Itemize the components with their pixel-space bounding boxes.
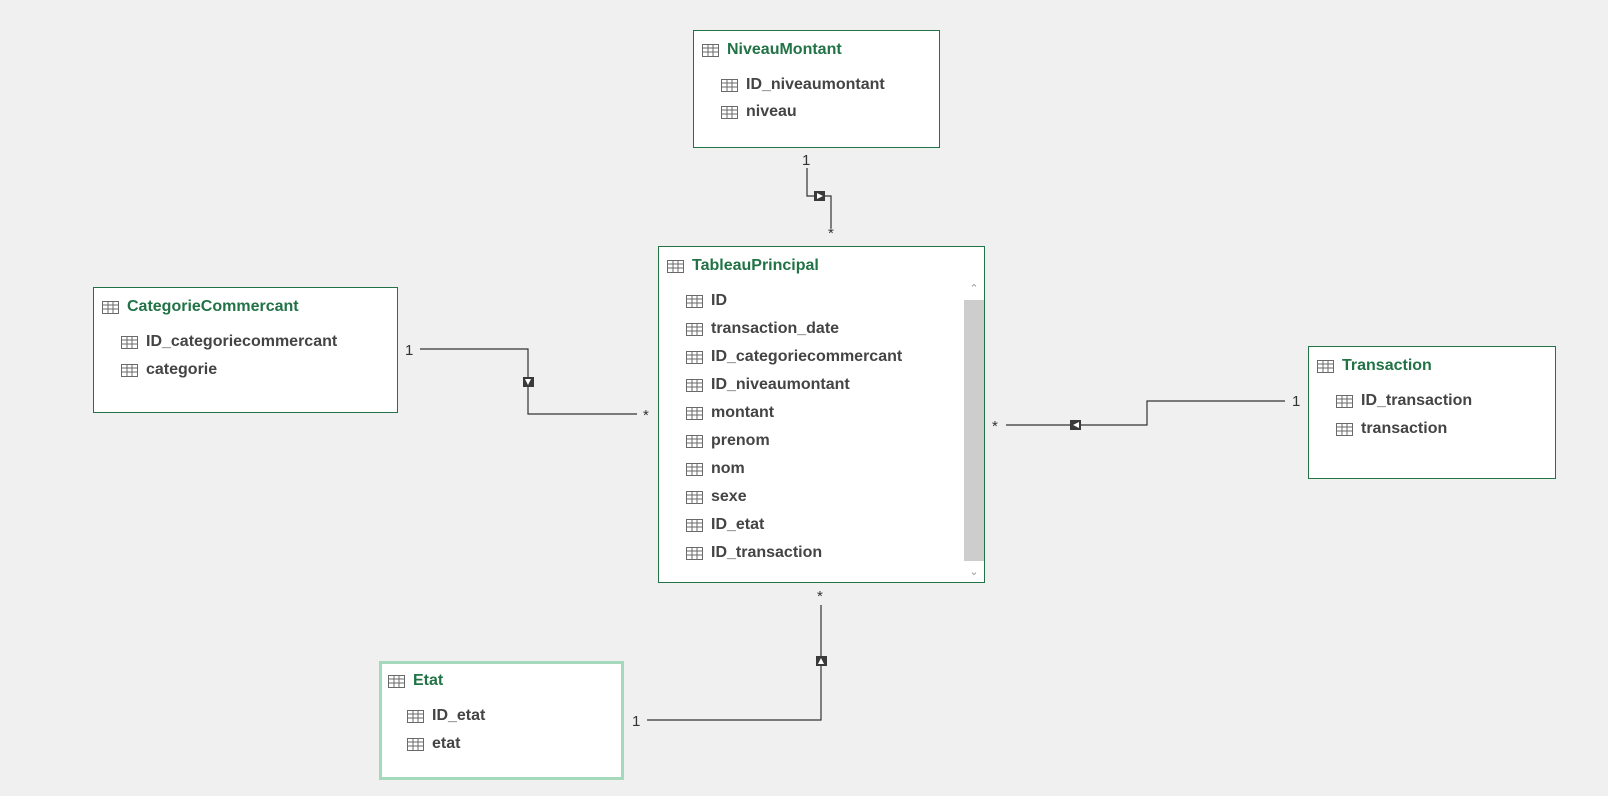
table-icon [407,737,424,751]
table-icon [1336,422,1353,436]
field-id-etat[interactable]: ID_etat [686,514,764,536]
table-icon [121,335,138,349]
field-label: categorie [146,361,218,378]
cardinality-many-etat: * [817,588,823,605]
table-icon [121,363,138,377]
table-title: NiveauMontant [727,41,842,58]
field-categorie[interactable]: categorie [121,359,217,381]
field-label: nom [711,460,745,477]
table-header: TableauPrincipal [667,256,819,276]
field-id-etat[interactable]: ID_etat [407,705,485,727]
field-label: ID_niveaumontant [746,76,885,93]
field-label: ID_categoriecommercant [711,348,903,365]
field-transaction[interactable]: transaction [1336,418,1447,440]
scroll-down-arrow-icon[interactable]: ⌄ [969,566,979,578]
table-icon [667,259,684,273]
table-icon [686,518,703,532]
table-icon [686,546,703,560]
field-label: ID_etat [711,516,765,533]
field-label: transaction [1361,420,1448,437]
table-header: Transaction [1317,356,1432,376]
field-id-categoriecommercant[interactable]: ID_categoriecommercant [121,331,337,353]
table-transaction[interactable]: Transaction ID_transaction transaction [1308,346,1556,479]
field-id-categoriecommercant[interactable]: ID_categoriecommercant [686,346,902,368]
table-etat[interactable]: Etat ID_etat etat [379,661,624,780]
table-icon [686,350,703,364]
field-id-transaction[interactable]: ID_transaction [1336,390,1472,412]
field-montant[interactable]: montant [686,402,774,424]
table-icon [686,406,703,420]
field-label: ID [711,292,727,309]
table-title: TableauPrincipal [692,257,819,274]
field-label: etat [432,735,461,752]
field-label: montant [711,404,775,421]
cardinality-many-categoriecommercant: * [643,407,649,424]
field-etat[interactable]: etat [407,733,460,755]
scrollbar-thumb[interactable] [964,300,984,561]
table-icon [702,43,719,57]
field-sexe[interactable]: sexe [686,486,747,508]
table-title: Etat [413,672,444,689]
cardinality-one-transaction: 1 [1292,393,1301,410]
field-id-niveaumontant[interactable]: ID_niveaumontant [686,374,850,396]
field-niveau[interactable]: niveau [721,101,797,123]
field-id[interactable]: ID [686,290,727,312]
field-label: ID_transaction [1361,392,1473,409]
field-label: ID_categoriecommercant [146,333,338,350]
table-header: Etat [388,671,443,691]
cardinality-one-niveaumontant: 1 [802,152,811,169]
field-label: sexe [711,488,747,505]
table-icon [686,294,703,308]
relationship-categoriecommercant[interactable] [420,348,637,415]
table-icon [721,78,738,92]
table-header: NiveauMontant [702,40,842,60]
field-id-transaction[interactable]: ID_transaction [686,542,822,564]
table-categoriecommercant[interactable]: CategorieCommercant ID_categoriecommerca… [93,287,398,413]
table-title: CategorieCommercant [127,298,299,315]
cardinality-many-transaction: * [992,418,998,435]
field-label: ID_transaction [711,544,823,561]
table-icon [686,490,703,504]
cardinality-one-etat: 1 [632,713,641,730]
table-icon [102,300,119,314]
field-label: niveau [746,103,797,120]
table-icon [1317,359,1334,373]
table-header: CategorieCommercant [102,297,299,317]
table-icon [686,378,703,392]
relationship-transaction[interactable] [1006,400,1285,430]
field-transaction-date[interactable]: transaction_date [686,318,839,340]
table-icon [686,434,703,448]
vertical-scrollbar[interactable]: ⌃ ⌄ [964,279,984,582]
field-label: ID_niveaumontant [711,376,850,393]
field-label: prenom [711,432,770,449]
table-tableauprincipal[interactable]: TableauPrincipal ID transaction_date ID_… [658,246,985,583]
table-icon [407,709,424,723]
cardinality-one-categoriecommercant: 1 [405,342,414,359]
table-niveaumontant[interactable]: NiveauMontant ID_niveaumontant niveau [693,30,940,148]
field-id-niveaumontant[interactable]: ID_niveaumontant [721,74,885,96]
cardinality-many-niveaumontant: * [828,225,834,242]
field-label: transaction_date [711,320,840,337]
table-icon [686,462,703,476]
table-icon [686,322,703,336]
field-prenom[interactable]: prenom [686,430,770,452]
table-icon [721,105,738,119]
scroll-up-arrow-icon[interactable]: ⌃ [969,283,979,295]
field-label: ID_etat [432,707,486,724]
relationship-etat[interactable] [647,605,827,721]
field-nom[interactable]: nom [686,458,745,480]
table-icon [1336,394,1353,408]
relationship-niveaumontant[interactable] [806,168,832,228]
table-icon [388,674,405,688]
table-title: Transaction [1342,357,1432,374]
